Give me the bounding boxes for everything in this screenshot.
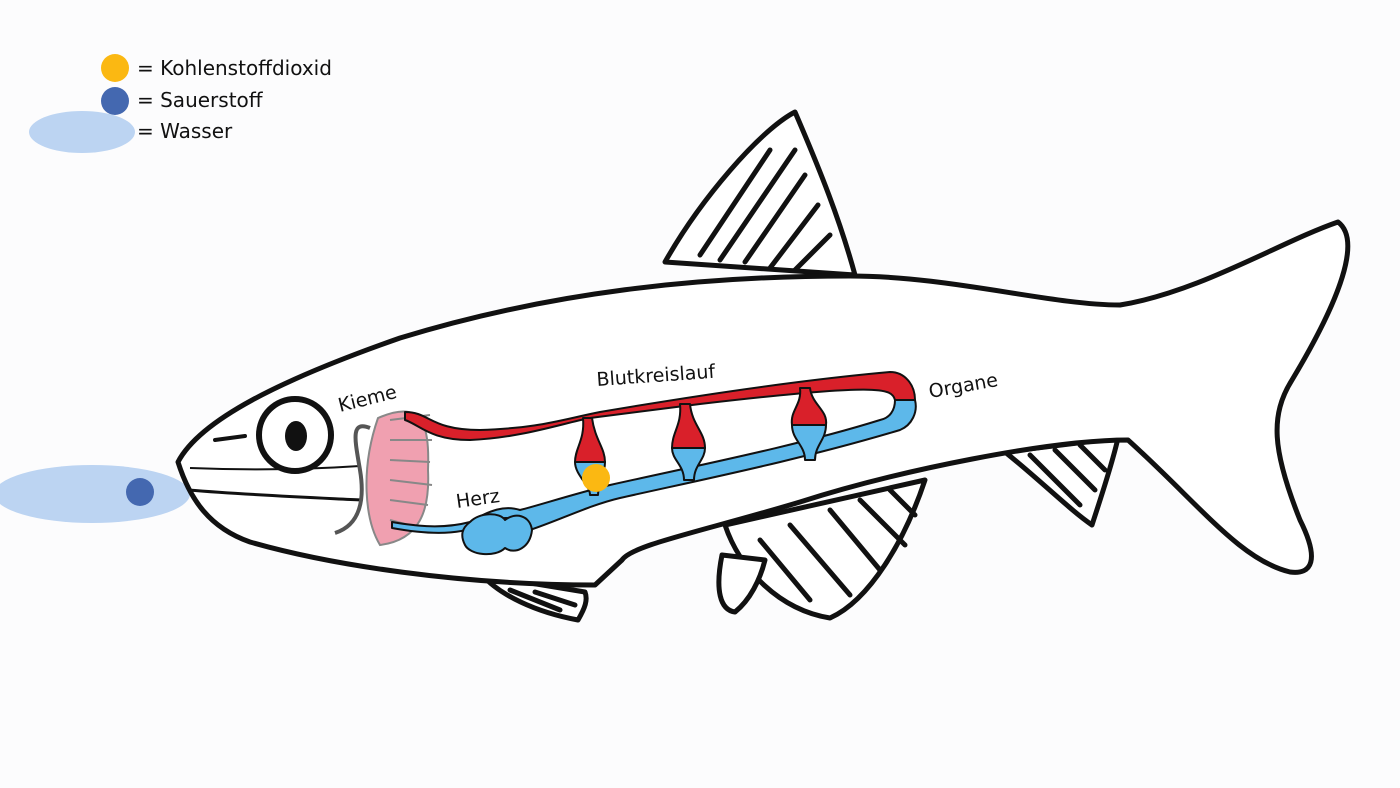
fish-body (175, 219, 1351, 588)
artery (404, 371, 916, 441)
legend: = Kohlenstoffdioxid = Sauerstoff = Wasse… (29, 54, 332, 153)
eye (256, 396, 334, 474)
legend-label-water: = Wasser (137, 119, 233, 143)
legend-water-blob (29, 111, 135, 153)
gill-arch (334, 424, 371, 535)
co2-dot (582, 464, 610, 492)
heart (461, 513, 533, 556)
vein-branch-2 (671, 447, 706, 481)
mouth-line (187, 488, 363, 502)
dorsal-fin (662, 109, 858, 278)
legend-co2-dot (101, 54, 129, 82)
legend-label-oxygen: = Sauerstoff (137, 88, 264, 112)
water-blob (0, 465, 190, 523)
fin-rays (507, 147, 1108, 613)
oxygen-dot (126, 478, 154, 506)
legend-label-co2: = Kohlenstoffdioxid (137, 56, 332, 80)
vein-branch-3 (791, 424, 827, 461)
blood-circulation (391, 371, 917, 556)
small-fin (716, 552, 768, 615)
jaw-line (189, 465, 361, 471)
nostril (213, 434, 247, 442)
legend-oxygen-dot (101, 87, 129, 115)
